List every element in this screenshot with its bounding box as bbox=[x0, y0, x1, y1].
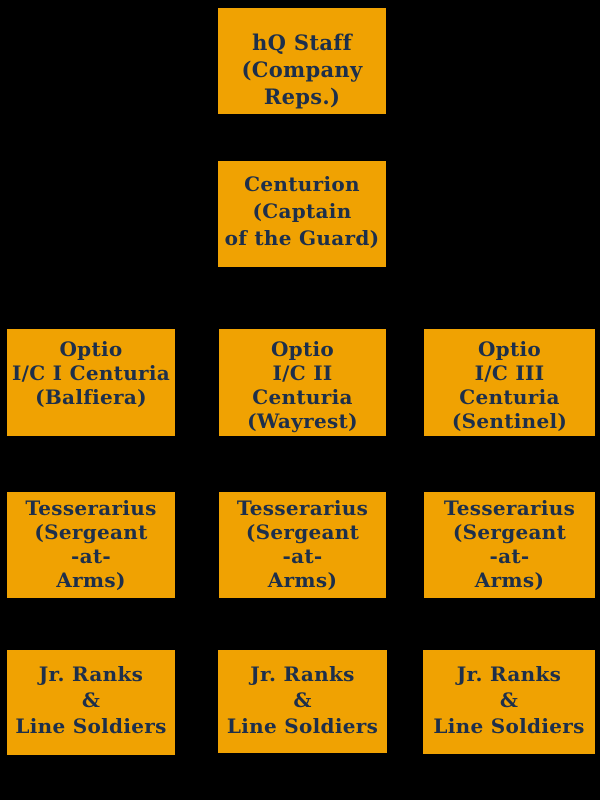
org-node-line: (Sergeant bbox=[34, 520, 148, 544]
org-node-line: Line Soldiers bbox=[433, 714, 585, 738]
org-node-line: (Sergeant bbox=[452, 520, 567, 544]
org-node-line: of the Guard) bbox=[224, 226, 380, 250]
org-node-line: Centurion bbox=[244, 172, 360, 196]
org-node-jr-ranks-3: Jr. Ranks & Line Soldiers bbox=[423, 650, 595, 754]
org-node-line: & bbox=[293, 688, 312, 712]
org-node-line: Arms) bbox=[474, 568, 545, 592]
org-node-hq-staff: hQ Staff (Company Reps.) bbox=[218, 8, 386, 114]
org-node-optio-ii-centuria: Optio I/C II Centuria (Wayrest) bbox=[219, 329, 386, 436]
org-node-jr-ranks-2: Jr. Ranks & Line Soldiers bbox=[218, 650, 387, 753]
org-node-line: I/C I Centuria bbox=[11, 361, 171, 385]
org-node-centurion: Centurion (Captain of the Guard) bbox=[218, 161, 386, 267]
org-node-tesserarius-3: Tesserarius (Sergeant -at- Arms) bbox=[424, 492, 595, 598]
org-node-tesserarius-1: Tesserarius (Sergeant -at- Arms) bbox=[7, 492, 175, 598]
org-node-jr-ranks-1: Jr. Ranks & Line Soldiers bbox=[7, 650, 175, 755]
org-node-line: Optio bbox=[477, 337, 542, 361]
org-node-optio-iii-centuria: Optio I/C III Centuria (Sentinel) bbox=[424, 329, 595, 436]
org-node-line: Jr. Ranks bbox=[456, 662, 562, 686]
org-node-line: hQ Staff bbox=[252, 30, 352, 55]
org-node-tesserarius-2: Tesserarius (Sergeant -at- Arms) bbox=[219, 492, 386, 598]
org-node-line: -at- bbox=[282, 544, 323, 568]
org-node-line: I/C II Centuria bbox=[252, 361, 353, 409]
org-node-line: & bbox=[81, 688, 101, 712]
org-node-line: (Balfiera) bbox=[35, 385, 147, 409]
org-node-line: (Sergeant bbox=[245, 520, 360, 544]
org-node-line: Jr. Ranks bbox=[250, 662, 355, 686]
org-node-line: Line Soldiers bbox=[226, 714, 379, 738]
org-node-line: (Sentinel) bbox=[451, 409, 568, 433]
org-node-line: Tesserarius bbox=[25, 496, 157, 520]
org-node-line: Line Soldiers bbox=[15, 714, 167, 738]
org-node-line: Tesserarius bbox=[443, 496, 576, 520]
org-node-line: Optio bbox=[270, 337, 335, 361]
org-node-line: Jr. Ranks bbox=[38, 662, 144, 686]
org-node-line: (Captain bbox=[252, 199, 352, 223]
org-node-line: -at- bbox=[71, 544, 111, 568]
org-node-line: & bbox=[499, 688, 519, 712]
org-node-line: Optio bbox=[59, 337, 123, 361]
org-node-line: Tesserarius bbox=[236, 496, 369, 520]
org-node-line: Arms) bbox=[267, 568, 338, 592]
org-node-line: (Wayrest) bbox=[247, 409, 358, 433]
org-node-line: (Company Reps.) bbox=[241, 57, 363, 109]
org-node-line: I/C III Centuria bbox=[459, 361, 560, 409]
org-node-line: -at- bbox=[489, 544, 530, 568]
org-node-optio-i-centuria: Optio I/C I Centuria (Balfiera) bbox=[7, 329, 175, 436]
org-node-line: Arms) bbox=[56, 568, 126, 592]
